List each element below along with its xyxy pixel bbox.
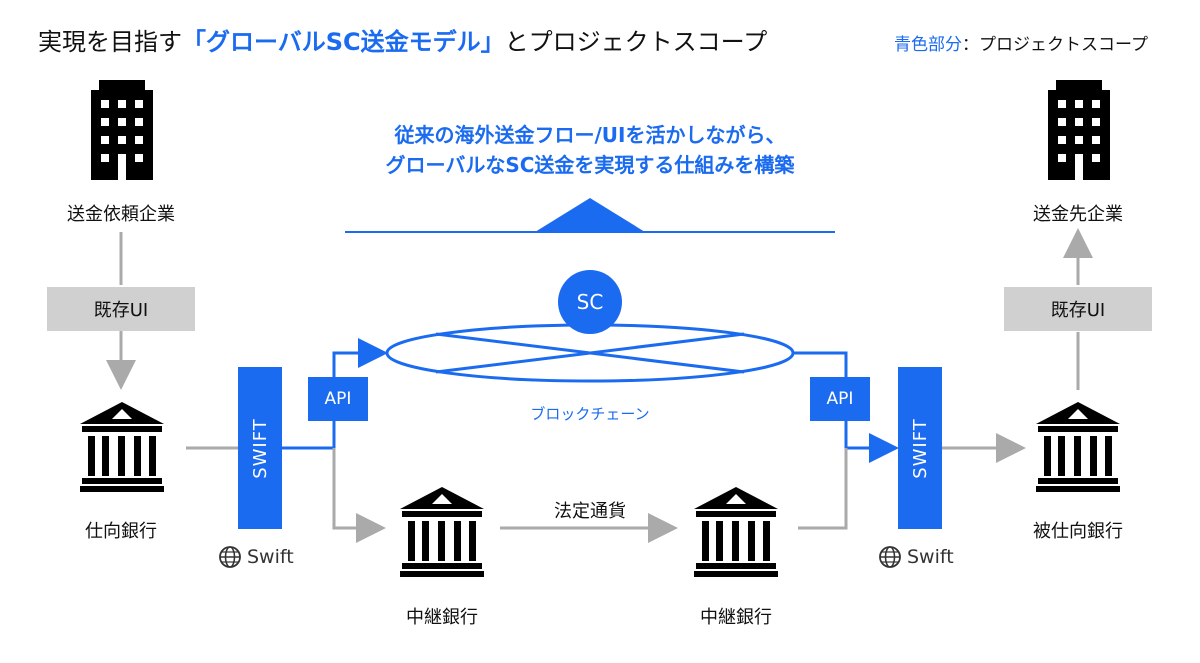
bank-icon (80, 402, 164, 492)
legend-blue-text: 青色部分 (894, 35, 963, 55)
blockchain-label: ブロックチェーン (530, 405, 650, 423)
swift-bar-right-label: SWIFT (909, 417, 931, 479)
arrow-intermediary-to-swift (798, 448, 848, 530)
legend-rest: ：プロジェクトスコープ (962, 35, 1148, 55)
office-building-icon (1048, 80, 1110, 180)
bank-icon (694, 487, 778, 577)
arrow-swift-to-intermediary (332, 448, 386, 543)
swift-logo-right-text: Swift (907, 546, 954, 568)
headline-line2: グローバルなSC送金を実現する仕組みを構築 (385, 153, 795, 177)
existing-ui-right: 既存UI (1004, 287, 1152, 331)
intermediary-right-label: 中継銀行 (700, 607, 772, 628)
bank-icon (400, 487, 484, 577)
swift-logo-right: Swift (878, 545, 954, 569)
sender-company-label: 送金依頼企業 (67, 204, 175, 225)
title-highlight: 「グローバルSC送金モデル」 (182, 28, 505, 56)
legend: 青色部分：プロジェクトスコープ (894, 30, 1148, 55)
bank-icon (1036, 402, 1120, 492)
api-box-right: API (810, 377, 870, 421)
intermediary-left-label: 中継銀行 (406, 607, 478, 628)
swift-logo-left-text: Swift (247, 546, 294, 568)
existing-ui-left: 既存UI (47, 287, 195, 331)
sending-bank-label: 仕向銀行 (85, 521, 157, 542)
page-title: 実現を目指す「グローバルSC送金モデル」とプロジェクトスコープ (38, 22, 767, 57)
swift-bar-right: SWIFT (898, 367, 942, 529)
swift-bar-left-label: SWIFT (249, 417, 271, 479)
api-box-left: API (308, 377, 368, 421)
headline: 従来の海外送金フロー/UIを活かしながら、 グローバルなSC送金を実現する仕組み… (330, 120, 850, 180)
receiver-company-label: 送金先企業 (1033, 204, 1123, 225)
receiving-bank-label: 被仕向銀行 (1033, 521, 1123, 542)
swift-logo-left: Swift (218, 545, 294, 569)
globe-icon (219, 546, 241, 568)
office-building-icon (91, 80, 153, 180)
sc-circle: SC (558, 270, 622, 334)
headline-line1: 従来の海外送金フロー/UIを活かしながら、 (394, 123, 786, 147)
headline-underline (345, 198, 835, 233)
title-suffix: とプロジェクトスコープ (504, 28, 768, 56)
title-prefix: 実現を目指す (38, 28, 182, 56)
fiat-label: 法定通貨 (554, 501, 626, 522)
globe-icon (879, 546, 901, 568)
swift-bar-left: SWIFT (238, 367, 282, 529)
